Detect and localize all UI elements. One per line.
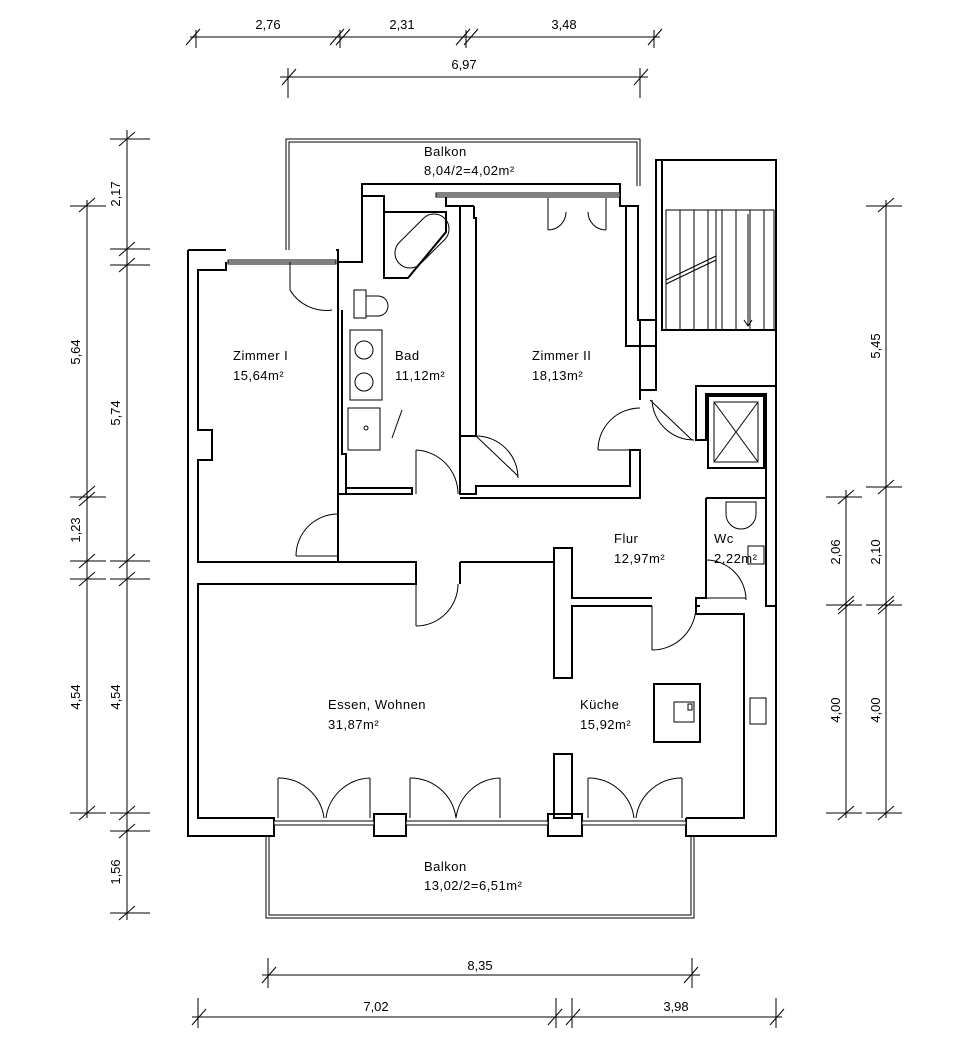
balkon-bottom-area: 13,02/2=6,51m² [424,878,523,893]
dim-bottom-2: 3,98 [663,999,688,1014]
dim-left-inner-4: 1,56 [108,859,123,884]
dim-left-inner-1: 2,17 [108,181,123,206]
dim-right-outer-1: 5,45 [868,333,883,358]
dim-left-outer-1: 5,64 [68,339,83,364]
kueche-name: Küche [580,697,619,712]
fixtures [347,209,775,565]
doors [277,198,747,819]
essen-area: 31,87m² [328,717,379,732]
zimmer2-name: Zimmer II [532,348,591,363]
balkon-top-area: 8,04/2=4,02m² [424,163,515,178]
balcony-top [285,138,641,250]
zimmer1-area: 15,64m² [233,368,284,383]
dim-left-outer-3: 4,54 [68,684,83,709]
wc-name: Wc [714,531,734,546]
dim-bottom-1: 7,02 [363,999,388,1014]
dim-left-inner-2: 5,74 [108,400,123,425]
essen-name: Essen, Wohnen [328,697,426,712]
dim-left-outer-2: 1,23 [68,517,83,542]
dimension-labels: 2,76 2,31 3,48 6,97 8,35 7,02 3,98 5,64 … [68,17,883,1014]
dim-left-inner-3: 4,54 [108,684,123,709]
dim-right-outer-2: 2,10 [868,539,883,564]
zimmer1-name: Zimmer I [233,348,288,363]
wc-area: 2,22m² [714,551,758,566]
flur-name: Flur [614,531,639,546]
dim-bottom-total: 8,35 [467,958,492,973]
bad-area: 11,12m² [395,368,445,383]
room-labels: Balkon 8,04/2=4,02m² Zimmer I 15,64m² Ba… [233,144,758,893]
windows [227,192,687,826]
dimension-lines [70,28,902,1028]
balcony-bottom [265,836,695,919]
dim-top-1: 2,76 [255,17,280,32]
zimmer2-area: 18,13m² [532,368,583,383]
dim-right-outer-3: 4,00 [868,697,883,722]
balkon-bottom-name: Balkon [424,859,467,874]
dim-top-2: 2,31 [389,17,414,32]
dim-right-inner-2: 4,00 [828,697,843,722]
balkon-top-name: Balkon [424,144,467,159]
bad-name: Bad [395,348,420,363]
dim-right-inner-1: 2,06 [828,539,843,564]
dim-top-3: 3,48 [551,17,576,32]
dim-top-total: 6,97 [451,57,476,72]
flur-area: 12,97m² [614,551,665,566]
kueche-area: 15,92m² [580,717,631,732]
